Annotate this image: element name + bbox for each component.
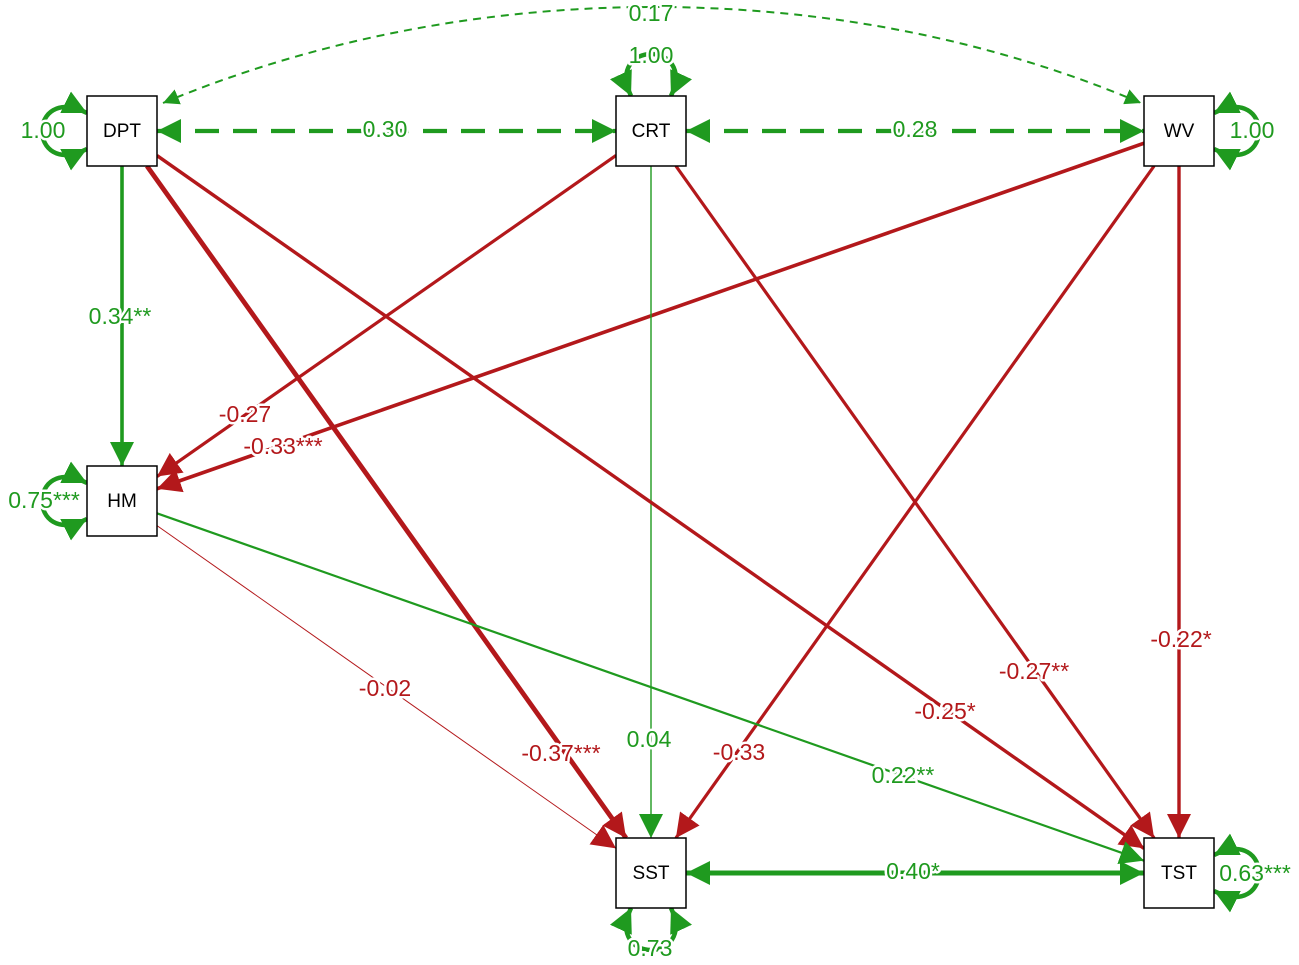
- node-hm: HM: [86, 465, 158, 537]
- path-arrow-hm-tst: [156, 512, 1145, 865]
- node-box: [86, 465, 158, 537]
- variance-loop-sst: [610, 907, 692, 953]
- path-label-wv-hm: -0.33***: [243, 433, 322, 459]
- node-crt: CRT: [615, 95, 687, 167]
- variance-loop-tst: [1212, 833, 1262, 913]
- covariance-label-dpt-wv: 0.17: [629, 0, 674, 26]
- path-label-crt-sst: 0.04: [627, 726, 672, 752]
- node-label: SST: [633, 863, 670, 884]
- variance-label-crt: 1.00: [629, 42, 674, 68]
- node-label: TST: [1161, 863, 1197, 884]
- path-label-dpt-hm: 0.34**: [89, 303, 152, 329]
- node-label: HM: [107, 491, 137, 512]
- variance-loop-crt: [610, 51, 692, 97]
- variance-loop-hm: [39, 461, 89, 541]
- node-sst: SST: [615, 837, 687, 909]
- variance-label-dpt: 1.00: [21, 117, 66, 143]
- path-arrow-hm-sst: [156, 525, 617, 849]
- node-wv: WV: [1143, 95, 1215, 167]
- covariance-arc-dpt-wv: [162, 6, 1142, 105]
- variance-label-hm: 0.75***: [8, 487, 80, 513]
- path-label-crt-hm: -0.27: [219, 401, 271, 427]
- node-label: WV: [1164, 121, 1195, 142]
- variance-label-tst: 0.63***: [1219, 860, 1291, 886]
- covariance-label-sst-tst: 0.40*: [886, 858, 940, 884]
- node-tst: TST: [1143, 837, 1215, 909]
- variance-label-wv: 1.00: [1230, 117, 1275, 143]
- node-label: DPT: [103, 121, 141, 142]
- path-label-crt-tst: -0.27**: [999, 658, 1069, 684]
- path-arrow-dpt-sst: [144, 164, 629, 840]
- variance-label-sst: 0.73: [628, 935, 673, 961]
- node-box: [86, 95, 158, 167]
- path-label-dpt-sst: -0.37***: [521, 740, 600, 766]
- path-label-hm-sst: -0.02: [359, 675, 411, 701]
- node-box: [615, 95, 687, 167]
- path-arrow-dpt-tst: [156, 154, 1145, 850]
- node-dpt: DPT: [86, 95, 158, 167]
- node-box: [1143, 837, 1215, 909]
- variance-loop-dpt: [39, 91, 89, 171]
- path-label-wv-tst: -0.22*: [1150, 626, 1211, 652]
- path-label-wv-sst: -0.33: [713, 739, 765, 765]
- node-label: CRT: [632, 121, 671, 142]
- covariance-label-crt-wv: 0.28: [893, 116, 938, 142]
- path-label-hm-tst: 0.22**: [872, 762, 935, 788]
- node-box: [615, 837, 687, 909]
- covariance-label-dpt-crt: 0.30: [363, 116, 408, 142]
- variance-loop-wv: [1212, 91, 1262, 171]
- path-arrow-crt-tst: [674, 165, 1156, 839]
- node-box: [1143, 95, 1215, 167]
- path-label-dpt-tst: -0.25*: [914, 698, 975, 724]
